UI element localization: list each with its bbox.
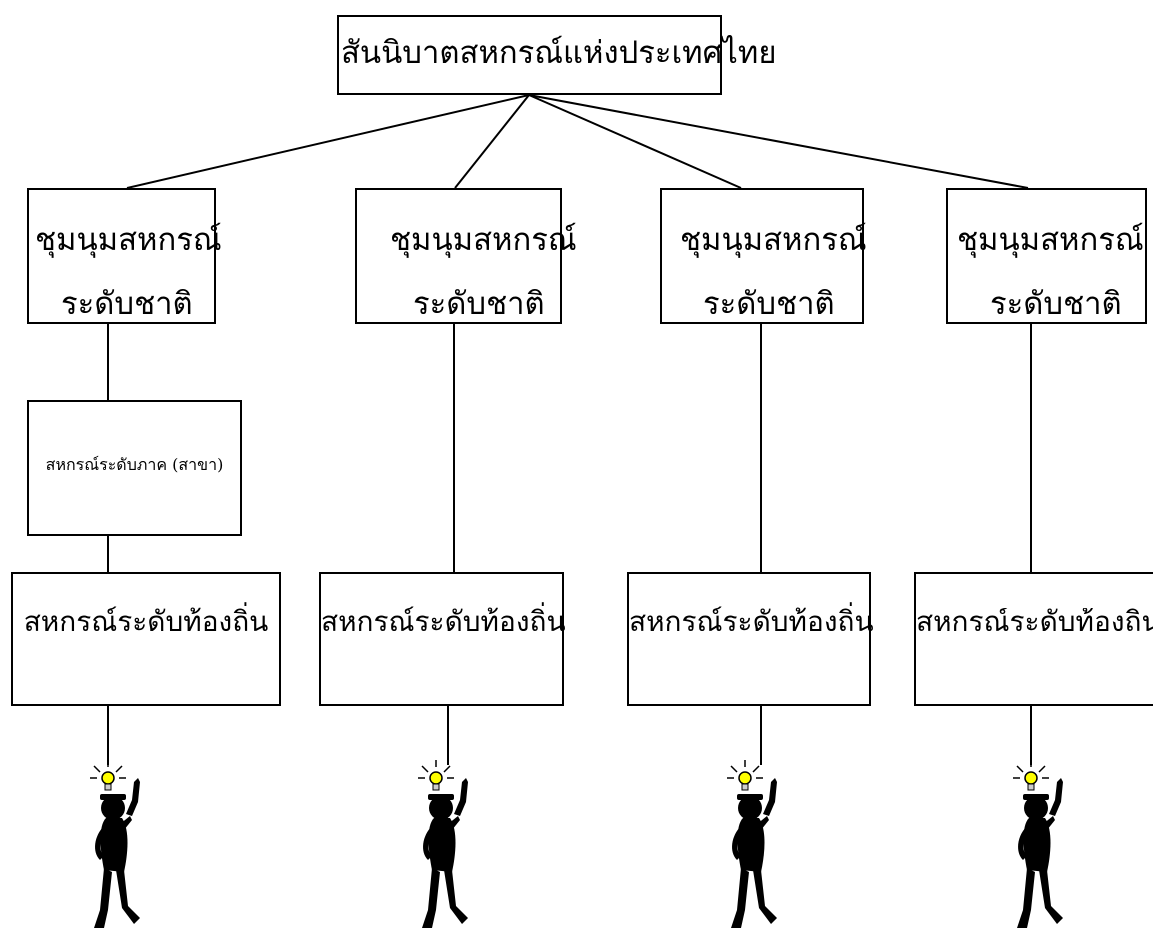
local-box-3 bbox=[627, 572, 871, 706]
lightbulb-icon bbox=[418, 760, 454, 791]
connector-root-national-1 bbox=[126, 94, 530, 189]
national-4-line1: ชุมนุมสหกรณ์ bbox=[957, 222, 1144, 258]
national-box-1 bbox=[27, 188, 216, 324]
lightbulb-icon bbox=[727, 760, 763, 791]
regional-box bbox=[27, 400, 242, 536]
national-1-line1: ชุมนุมสหกรณ์ bbox=[35, 222, 222, 258]
local-3-label: สหกรณ์ระดับท้องถิ่น bbox=[629, 605, 874, 638]
local-box-4 bbox=[914, 572, 1153, 706]
local-1-label: สหกรณ์ระดับท้องถิ่น bbox=[23, 605, 269, 638]
national-4-line2: ระดับชาติ bbox=[990, 286, 1122, 322]
person-with-idea-icon bbox=[1013, 760, 1063, 928]
root-box bbox=[337, 15, 722, 95]
local-box-2 bbox=[319, 572, 564, 706]
root-label: สันนิบาตสหกรณ์แห่งประเทศไทย bbox=[341, 35, 777, 71]
national-3-line1: ชุมนุมสหกรณ์ bbox=[680, 222, 867, 258]
local-2-label: สหกรณ์ระดับท้องถิ่น bbox=[321, 605, 566, 638]
national-box-3 bbox=[660, 188, 864, 324]
lightbulb-icon bbox=[1013, 760, 1049, 791]
local-box-1 bbox=[11, 572, 281, 706]
connector-root-national-4 bbox=[528, 94, 1029, 189]
lightbulb-icon bbox=[90, 760, 126, 791]
person-with-idea-icon bbox=[90, 760, 140, 928]
connector-root-national-2 bbox=[454, 94, 530, 189]
national-2-line1: ชุมนุมสหกรณ์ bbox=[390, 222, 577, 258]
connector-root-national-3 bbox=[528, 94, 742, 189]
national-1-line2: ระดับชาติ bbox=[61, 286, 193, 322]
local-4-label: สหกรณ์ระดับท้องถิ่น bbox=[916, 608, 1153, 636]
regional-label: สหกรณ์ระดับภาค (สาขา) bbox=[45, 455, 224, 474]
person-with-idea-icon bbox=[418, 760, 468, 928]
national-2-line2: ระดับชาติ bbox=[413, 286, 545, 322]
national-box-4 bbox=[946, 188, 1147, 324]
person-with-idea-icon bbox=[727, 760, 777, 928]
national-3-line2: ระดับชาติ bbox=[703, 286, 835, 322]
national-box-2 bbox=[355, 188, 562, 324]
